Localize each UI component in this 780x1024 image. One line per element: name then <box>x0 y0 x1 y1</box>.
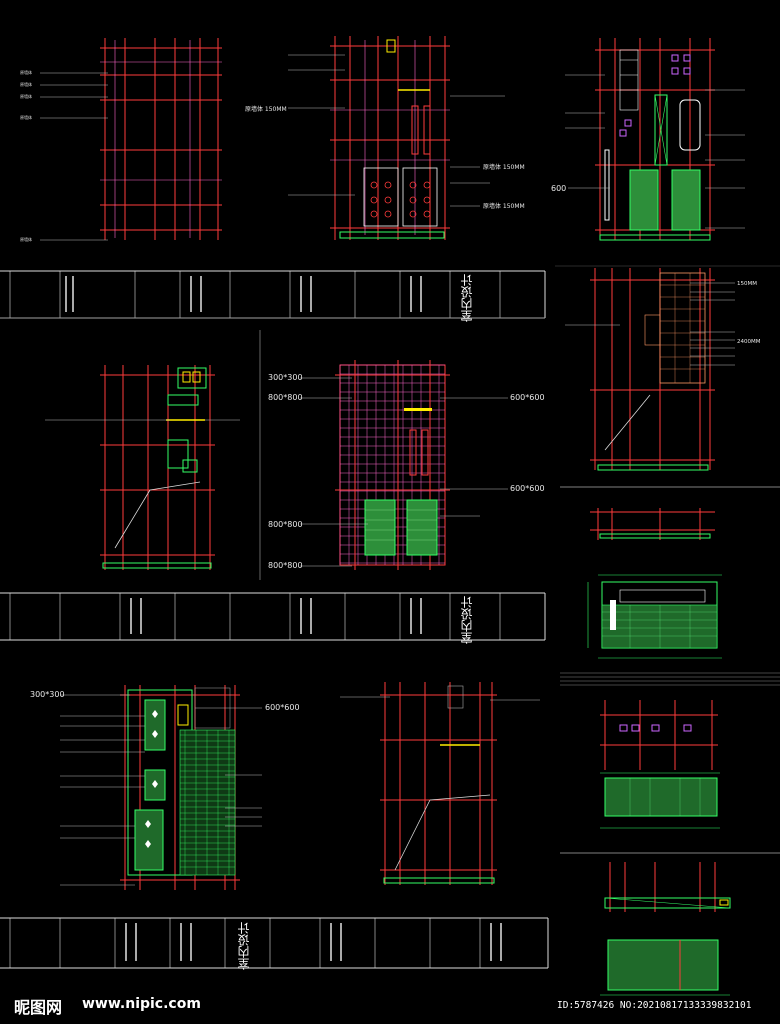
dim-150mm-a: 150MM <box>737 281 757 287</box>
plan-bottom-left: 300*300 600*600 <box>30 685 300 890</box>
tile-300-label-a: 300*300 <box>268 373 303 382</box>
title-bar-2 <box>0 592 546 641</box>
svg-text:原墙体: 原墙体 <box>20 93 32 99</box>
title-bar-3 <box>0 917 549 969</box>
watermark-site-url: www.nipic.com <box>82 996 201 1012</box>
tile-600-label-c: 600*600 <box>265 703 300 712</box>
svg-text:原墙体 150MM: 原墙体 150MM <box>483 202 525 210</box>
dim-600: 600 <box>551 184 566 193</box>
elevation-strip-small <box>590 508 715 540</box>
image-id-code: ID:5787426 NO:20210817133339832101 <box>557 1000 752 1011</box>
tile-800-label-b: 800*800 <box>268 520 303 529</box>
plan-bottom-center <box>340 682 540 885</box>
tile-600-label-b: 600*600 <box>510 484 545 493</box>
dim-2400mm: 2400MM <box>737 339 761 345</box>
svg-text:原墙体: 原墙体 <box>20 81 32 87</box>
svg-text:原墙体: 原墙体 <box>20 69 32 75</box>
tile-800-label-c: 800*800 <box>268 561 303 570</box>
elevation-2 <box>600 700 720 829</box>
studio-title-2: 室内设计 <box>460 596 474 644</box>
plan-top-right-furniture: 600 <box>551 38 745 241</box>
watermark-site-name: 昵图网 <box>14 998 63 1017</box>
studio-title-1: 室内设计 <box>460 274 474 322</box>
svg-text:原墙体: 原墙体 <box>20 114 32 120</box>
elevation-1 <box>587 574 722 659</box>
tile-800-label-a: 800*800 <box>268 393 303 402</box>
studio-title-3: 室内设计 <box>237 922 251 970</box>
svg-text:原墙体: 原墙体 <box>20 236 32 242</box>
svg-text:原墙体 150MM: 原墙体 150MM <box>245 105 287 113</box>
tile-600-label-a: 600*600 <box>510 393 545 402</box>
plan-right-tiled: 150MM 2400MM <box>565 268 761 471</box>
svg-text:原墙体 150MM: 原墙体 150MM <box>483 163 525 171</box>
plan-top-middle: 原墙体 150MM 原墙体 150MM 原墙体 150MM <box>245 36 525 240</box>
elevation-3 <box>600 862 731 996</box>
tile-300-label-b: 300*300 <box>30 690 65 699</box>
plan-middle-tile-grid: 300*300 800*800 600*600 600*600 800*800 … <box>268 360 545 570</box>
plan-middle-left <box>45 365 240 570</box>
